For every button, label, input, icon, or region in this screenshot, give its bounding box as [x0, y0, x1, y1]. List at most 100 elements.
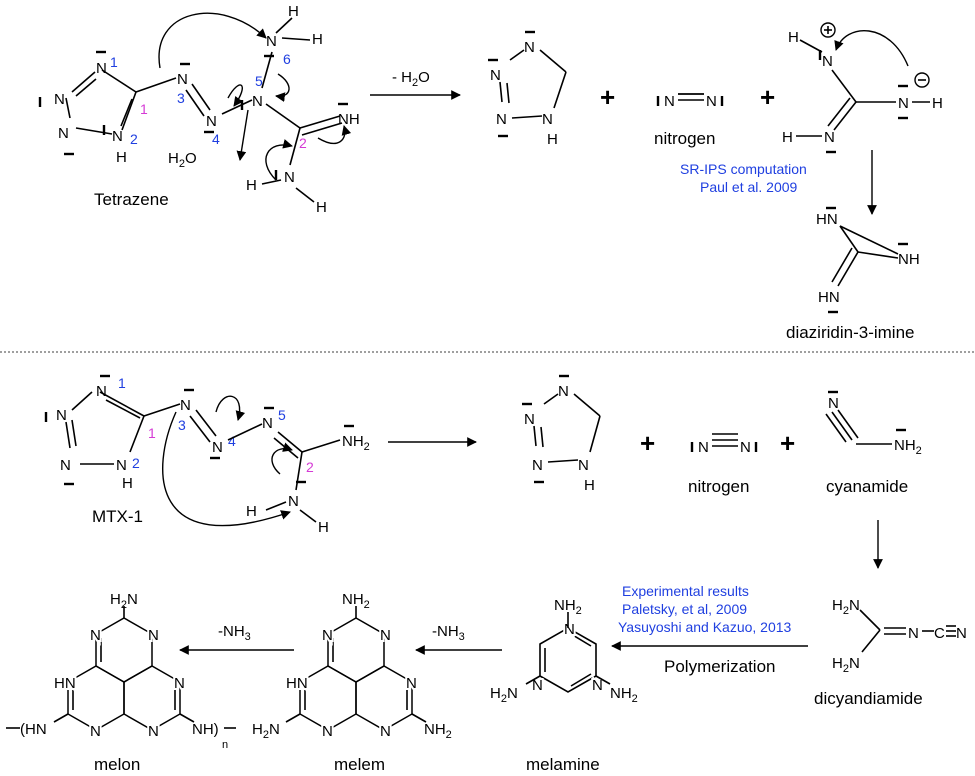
melem-label: melem: [334, 755, 385, 774]
experimental-note-line2: Paletsky, et al, 2009: [622, 601, 747, 617]
nitrogen-molecule-top: N N: [656, 93, 724, 110]
svg-text:N: N: [822, 53, 833, 70]
nitrogen-label-top: nitrogen: [654, 129, 715, 148]
svg-text:H: H: [122, 475, 133, 492]
svg-text:2: 2: [306, 459, 314, 475]
svg-text:N: N: [212, 439, 223, 456]
diaziridin-imine-product: HN NH HN: [816, 206, 920, 314]
svg-text:5: 5: [278, 407, 286, 423]
experimental-note-line3: Yasuyoshi and Kazuo, 2013: [618, 619, 792, 635]
svg-text:N: N: [706, 93, 717, 110]
svg-text:N: N: [284, 169, 295, 186]
svg-text:H: H: [116, 149, 127, 166]
svg-text:N: N: [96, 60, 107, 77]
svg-text:N: N: [524, 39, 535, 56]
svg-text:N: N: [322, 627, 333, 644]
melamine-label: melamine: [526, 755, 600, 774]
svg-text:N: N: [490, 67, 501, 84]
svg-text:(HN: (HN: [20, 721, 47, 738]
nh3-label-1: -NH3: [432, 623, 465, 643]
svg-text:N: N: [578, 457, 589, 474]
svg-text:HN: HN: [286, 675, 308, 692]
svg-text:5: 5: [255, 73, 263, 89]
svg-text:H: H: [547, 131, 558, 148]
cyanamide-label: cyanamide: [826, 477, 908, 496]
svg-text:1: 1: [148, 425, 156, 441]
diaziridin-label: diaziridin-3-imine: [786, 323, 915, 342]
svg-text:N: N: [664, 93, 675, 110]
svg-text:NH: NH: [898, 251, 920, 268]
svg-text:C: C: [934, 625, 945, 642]
svg-text:N: N: [406, 675, 417, 692]
melamine-molecule: N N N NH2 H2N NH2: [490, 597, 638, 705]
plus-sign: +: [780, 428, 795, 458]
svg-text:3: 3: [177, 90, 185, 106]
svg-text:NH: NH: [338, 111, 360, 128]
svg-text:N: N: [524, 411, 535, 428]
experimental-note-line1: Experimental results: [622, 583, 749, 599]
water-label: H2O: [168, 150, 197, 170]
svg-text:N: N: [380, 627, 391, 644]
melem-molecule: N N N N N HN NH2 H2N NH2: [252, 591, 452, 742]
mtx1-molecule: N N N N H 1 2 1 N 3 N 4 N 5 2 NH2 N H: [44, 374, 370, 536]
svg-text:N: N: [592, 677, 603, 694]
svg-text:H: H: [246, 177, 257, 194]
triazole-product-bottom: N N N N H: [522, 374, 601, 494]
svg-text:NH2: NH2: [342, 591, 370, 611]
svg-text:HN: HN: [818, 289, 840, 306]
svg-text:HN: HN: [54, 675, 76, 692]
plus-sign: +: [600, 82, 615, 112]
svg-text:NH): NH): [192, 721, 219, 738]
svg-text:N: N: [380, 723, 391, 740]
svg-text:N: N: [698, 439, 709, 456]
tetrazene-molecule: N N N N H 1 2 1 N 3 N 4 N 5 N 6 H H: [38, 3, 360, 216]
zwitterion-product: H N N H N H: [782, 22, 943, 154]
svg-text:N: N: [740, 439, 751, 456]
svg-text:H2N: H2N: [832, 597, 860, 617]
svg-text:H2N: H2N: [490, 685, 518, 705]
svg-text:N: N: [148, 627, 159, 644]
computation-note-line1: SR-IPS computation: [680, 161, 807, 177]
svg-text:1: 1: [140, 101, 148, 117]
svg-text:H: H: [584, 477, 595, 494]
svg-text:H: H: [288, 3, 299, 20]
svg-text:N: N: [148, 723, 159, 740]
svg-text:N: N: [252, 93, 263, 110]
svg-text:H: H: [316, 199, 327, 216]
svg-text:N: N: [266, 33, 277, 50]
plus-sign: +: [640, 428, 655, 458]
svg-text:H2N: H2N: [110, 591, 138, 611]
svg-text:NH2: NH2: [894, 437, 922, 457]
svg-text:2: 2: [299, 135, 307, 151]
svg-text:NH2: NH2: [424, 721, 452, 741]
svg-text:N: N: [112, 128, 123, 145]
svg-text:N: N: [56, 407, 67, 424]
svg-text:N: N: [90, 627, 101, 644]
nitrogen-molecule-bottom: N N: [690, 433, 758, 456]
svg-text:N: N: [824, 129, 835, 146]
svg-text:H2N: H2N: [252, 721, 280, 741]
svg-text:H: H: [246, 503, 257, 520]
melon-label: melon: [94, 755, 140, 774]
svg-text:H: H: [312, 31, 323, 48]
svg-text:N: N: [180, 397, 191, 414]
melon-repeat-n: n: [222, 739, 228, 751]
svg-text:H: H: [788, 29, 799, 46]
svg-text:N: N: [564, 621, 575, 638]
svg-text:N: N: [116, 457, 127, 474]
svg-text:1: 1: [118, 375, 126, 391]
svg-text:HN: HN: [816, 211, 838, 228]
svg-text:H: H: [318, 519, 329, 536]
mtx1-label: MTX-1: [92, 507, 143, 526]
svg-text:N: N: [496, 111, 507, 128]
svg-text:N: N: [58, 125, 69, 142]
nitrogen-label-bottom: nitrogen: [688, 477, 749, 496]
svg-text:N: N: [532, 457, 543, 474]
svg-text:N: N: [262, 415, 273, 432]
dicyandiamide-molecule: H2N H2N N C N: [832, 597, 967, 675]
svg-text:N: N: [96, 383, 107, 400]
svg-text:H2N: H2N: [832, 655, 860, 675]
svg-text:6: 6: [283, 51, 291, 67]
svg-text:H: H: [782, 129, 793, 146]
